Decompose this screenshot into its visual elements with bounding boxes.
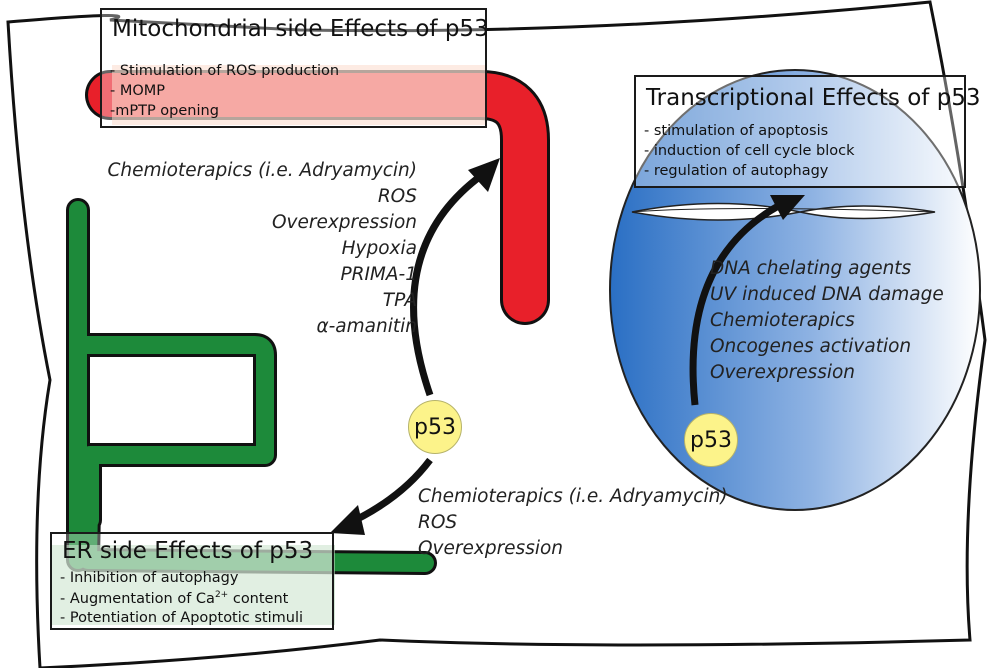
mito-effect-2: - MOMP	[110, 83, 166, 99]
arrow-p53-to-mito	[410, 172, 485, 397]
er-effects-box: ER side Effects of p53 - Inhibition of a…	[50, 532, 334, 630]
mito-stimulus-6: TPA	[382, 290, 417, 311]
nucleus-stimulus-5: Overexpression	[710, 362, 856, 383]
arrow-head-mito	[468, 158, 500, 192]
mito-effect-3: -mPTP opening	[110, 103, 219, 119]
mito-stimulus-1: Chemioterapics (i.e. Adryamycin)	[107, 160, 417, 181]
nucleus-stimulus-2: UV induced DNA damage	[710, 284, 944, 305]
mito-effects-box: Mitochondrial side Effects of p53 - Stim…	[100, 8, 489, 128]
mito-stimulus-7: α-amanitin	[316, 316, 417, 337]
arrow-head-er	[330, 505, 365, 535]
arrow-head-nucleus	[770, 195, 805, 220]
mito-stimulus-2: ROS	[377, 186, 417, 207]
er-effect-2: - Augmentation of Ca2+ content	[60, 590, 289, 607]
er-effects-title: ER side Effects of p53	[62, 538, 314, 564]
mito-stimulus-5: PRIMA-1	[340, 264, 417, 285]
er-effect-1: - Inhibition of autophagy	[60, 570, 239, 586]
transcriptional-effects-box: Transcriptional Effects of p53 - stimula…	[634, 75, 981, 188]
er-effect-3: - Potentiation of Apoptotic stimuli	[60, 610, 303, 626]
transcriptional-effects-title: Transcriptional Effects of p53	[646, 85, 981, 111]
er-stimulus-2: ROS	[418, 512, 458, 533]
transcriptional-effect-2: - induction of cell cycle block	[644, 143, 855, 159]
mito-effects-title: Mitochondrial side Effects of p53	[112, 16, 489, 42]
p53-nuclear-node: p53	[684, 413, 738, 467]
mito-effect-1: - Stimulation of ROS production	[110, 63, 340, 79]
arrow-p53-to-nucleus	[689, 201, 782, 406]
nucleus-stimulus-1: DNA chelating agents	[710, 258, 912, 279]
transcriptional-effect-3: - regulation of autophagy	[644, 163, 829, 179]
nucleus	[609, 69, 981, 511]
er-stimulus-3: Overexpression	[418, 538, 564, 559]
mito-stimulus-3: Overexpression	[271, 212, 417, 233]
transcriptional-effect-1: - stimulation of apoptosis	[644, 123, 829, 139]
mito-stimulus-4: Hypoxia	[341, 238, 417, 259]
er-stimulus-1: Chemioterapics (i.e. Adryamycin)	[418, 486, 728, 507]
nucleus-stimulus-4: Oncogenes activation	[710, 336, 912, 357]
p53-cytosolic-node: p53	[408, 400, 462, 454]
nucleus-stimulus-3: Chemioterapics	[710, 310, 855, 331]
